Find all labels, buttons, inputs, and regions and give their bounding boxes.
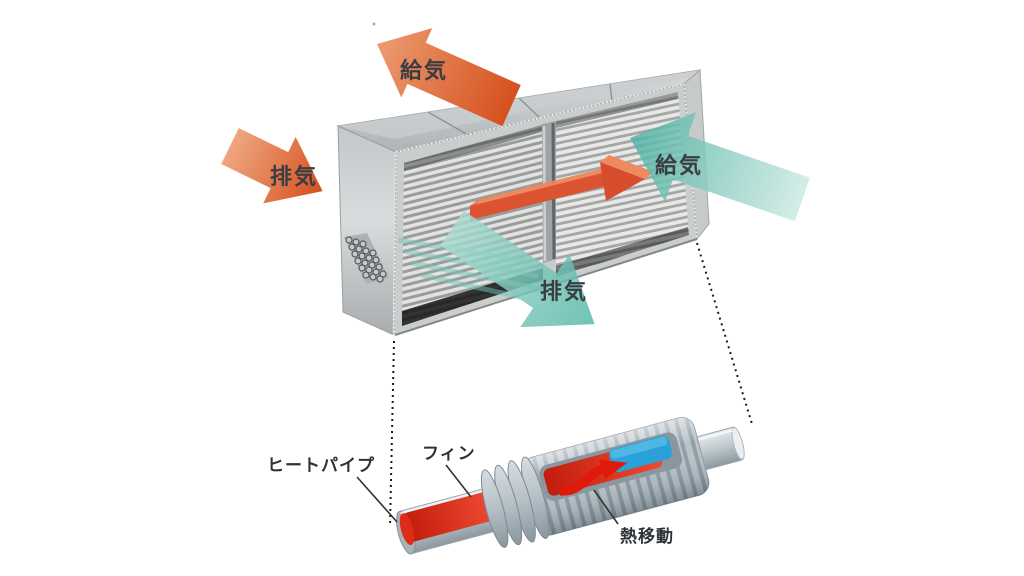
exhaust-air-out-label: 排気	[540, 279, 588, 304]
supply-air-in-arrow	[630, 112, 810, 222]
heat-transfer-label: 熱移動	[620, 526, 674, 546]
top-seam-1	[427, 111, 469, 136]
large-disc-fins	[480, 456, 550, 548]
exhaust-air-out-arrow	[397, 210, 595, 328]
top-seam-2	[518, 97, 541, 119]
exhaust-air-in-arrow	[221, 128, 323, 204]
tube-end-perforations	[344, 233, 389, 284]
connector-dotted-right	[696, 242, 753, 425]
fin-panel-right-bottom-band	[556, 227, 689, 277]
casing-top-face-light	[338, 70, 700, 139]
fin-label: フィン	[422, 444, 476, 463]
connector-dotted-left	[389, 340, 395, 527]
pipe-left-stub	[396, 487, 500, 555]
heat-pipe-leader	[356, 476, 398, 523]
internal-heat-flow-arrow	[470, 155, 654, 222]
heat-pipe-detail	[396, 417, 745, 555]
supply-air-in-label: 給気	[655, 153, 703, 178]
pipe-finned-body	[480, 417, 710, 548]
exhaust-air-in-label: 排気	[270, 164, 318, 189]
fin-panel-left-top-shadow	[404, 125, 542, 171]
heat-transfer-leader	[593, 489, 619, 525]
pipe-right-stub	[695, 426, 745, 471]
frame-rivets	[393, 83, 698, 337]
heat-pipe-label: ヒートパイプ	[267, 455, 375, 475]
print-speck	[372, 22, 376, 26]
heat-transfer-arrow	[559, 464, 607, 496]
hot-fluid-core	[403, 491, 497, 542]
top-seam-3	[609, 83, 613, 102]
fin-leader	[445, 464, 472, 498]
fin-panel-right-top-shadow	[556, 92, 678, 128]
cutaway-window	[539, 432, 683, 501]
casing-left-face	[337, 125, 397, 336]
supply-air-out-arrow	[377, 28, 521, 127]
supply-air-out-label: 給気	[400, 58, 448, 83]
heat-transfer-arrowhead	[599, 459, 628, 480]
